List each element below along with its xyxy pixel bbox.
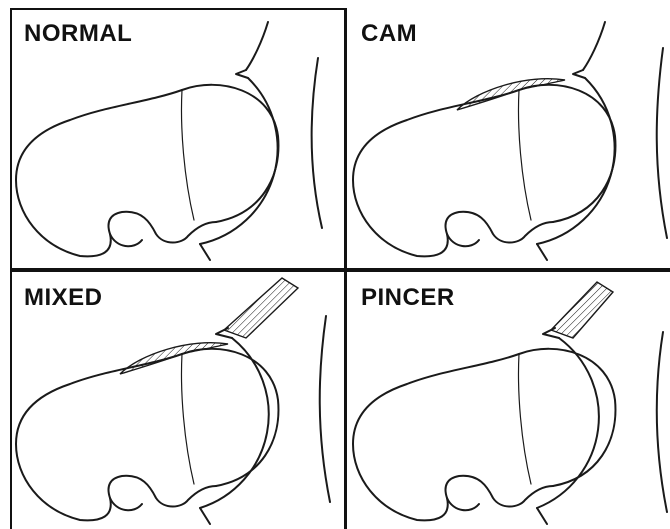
panel-mixed: MIXED xyxy=(10,272,345,529)
acetabulum-rim xyxy=(583,22,605,70)
pelvic-wall xyxy=(657,48,667,238)
panel-label-cam: CAM xyxy=(361,22,417,46)
panel-normal: NORMAL xyxy=(10,8,345,268)
femoral-head xyxy=(519,85,615,222)
frame-horizontal-divider xyxy=(10,268,670,272)
femoral-head xyxy=(182,349,278,486)
panel-label-pincer: PINCER xyxy=(361,286,455,310)
physeal-scar xyxy=(519,354,532,484)
acetabular-cup xyxy=(537,78,615,244)
panel-label-mixed: MIXED xyxy=(24,286,103,310)
physeal-scar xyxy=(519,90,532,220)
physeal-scar xyxy=(182,90,195,220)
pelvic-wall xyxy=(657,332,667,512)
panel-cam: CAM xyxy=(347,8,670,268)
frame-top-left xyxy=(10,8,345,10)
ischium-edge xyxy=(200,244,210,260)
normal-hip-drawing xyxy=(10,8,345,268)
femoral-head xyxy=(519,349,615,486)
pelvic-wall xyxy=(312,58,322,228)
acetabular-edge xyxy=(573,70,585,78)
acetabular-cup xyxy=(200,78,278,244)
cam-hip-drawing xyxy=(347,8,670,268)
pelvic-wall xyxy=(320,316,330,502)
cam-lesion xyxy=(120,343,228,374)
ischium-edge xyxy=(200,508,210,524)
cam-lesion xyxy=(457,79,565,110)
femoral-head xyxy=(182,85,278,222)
femur-and-acetabulum xyxy=(16,22,322,260)
acetabulum-rim xyxy=(246,22,268,70)
lesser-trochanter xyxy=(447,234,479,246)
acetabular-edge xyxy=(236,70,248,78)
ischium-edge xyxy=(537,508,547,524)
ischium-edge xyxy=(537,244,547,260)
lesser-trochanter xyxy=(110,234,142,246)
pincer-lesion xyxy=(224,278,298,338)
pincer-lesion xyxy=(551,282,613,338)
lesser-trochanter xyxy=(110,498,142,510)
physeal-scar xyxy=(182,354,195,484)
lesser-trochanter xyxy=(447,498,479,510)
panel-pincer: PINCER xyxy=(347,272,670,529)
panel-label-normal: NORMAL xyxy=(24,22,132,46)
